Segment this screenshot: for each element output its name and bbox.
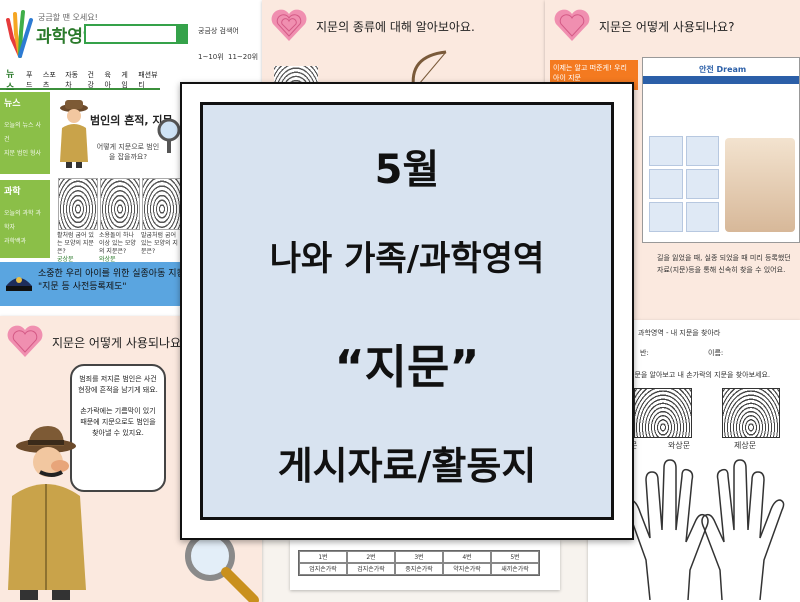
- side-item: 과학백과: [4, 238, 27, 245]
- title-panel-inner: 5월 나와 가족/과학영역 “지문” 게시자료/활동지: [200, 102, 614, 520]
- portal-tab: 건강: [87, 71, 94, 89]
- card-heading: 지문은 어떻게 사용되나요?: [599, 20, 735, 34]
- fingerprint-image: [722, 388, 780, 438]
- portal-tab: 뉴스: [6, 70, 15, 93]
- class-label: 반:: [640, 349, 649, 357]
- usage-text: 길을 잃었을 때, 실종 되었을 때 미리 등록했던 자료(지문)등을 통해 신…: [657, 254, 791, 274]
- worksheet-instruction: 지문을 알아보고 내 손가락의 지문을 찾아보세요.: [628, 371, 771, 379]
- side-item: 지문 범인 형사: [4, 150, 41, 157]
- portal-side-news: 뉴스 오늘의 뉴스 사건 지문 범인 형사: [0, 92, 50, 174]
- portal-side-science: 과학 오늘의 과학 과학자 과학백과: [0, 180, 50, 258]
- portal-label: 궁금상 검색어: [198, 27, 239, 35]
- worksheet-title: 과학영역 - 내 지문을 찾아라: [638, 329, 721, 337]
- side-item: 오늘의 과학 과학자: [4, 210, 41, 231]
- hands-outline-icon: [625, 459, 785, 600]
- family-photo: [725, 138, 795, 232]
- fingerprint-caption: 와상문: [668, 441, 691, 450]
- fingerprint-caption: 활처럼 굽어 있는 모양의 지문은?궁상문: [57, 232, 94, 263]
- site-menu-grid: [649, 136, 719, 232]
- speech-text: 범죄를 저지른 범인은 사건 현장에 흔적을 남기게 돼요.: [78, 375, 158, 394]
- name-label: 이름:: [708, 349, 724, 357]
- portal-tabs: 뉴스 푸드 스포츠 자동차 건강 육아 게임 패션뷰티: [0, 70, 160, 93]
- fingerprint-image: [142, 178, 182, 230]
- fingerprint-image: [634, 388, 692, 438]
- detective-icon: [60, 100, 88, 168]
- site-header: 안전 Dream: [643, 58, 799, 84]
- heart-fingerprint-icon: [271, 9, 307, 41]
- portal-tab: 자동차: [65, 71, 79, 89]
- finger-table: 1번 2번 3번 4번 5번 엄지손가락 검지손가락 중지손가락 약지손가락 새…: [290, 540, 560, 590]
- title-kind: 게시자료/활동지: [277, 444, 537, 488]
- portal-header: 궁금할 땐 오세요! 과학영역 궁금상 검색어 1~10위 11~20위: [0, 0, 265, 72]
- portal-tab: 스포츠: [42, 71, 56, 89]
- portal-tagline: 궁금할 땐 오세요!: [38, 13, 98, 22]
- finger-table-grid: 1번 2번 3번 4번 5번 엄지손가락 검지손가락 중지손가락 약지손가락 새…: [298, 550, 540, 576]
- table-cell: 5번: [491, 551, 539, 563]
- portal-label: 11~20위: [228, 53, 259, 61]
- table-cell: 중지손가락: [395, 563, 443, 575]
- side-label: 과학: [4, 187, 21, 197]
- news-title: 범인의 흔적, 지문: [90, 114, 173, 127]
- portal-tab: 육아: [104, 71, 111, 89]
- table-cell: 새끼손가락: [491, 563, 539, 575]
- title-panel: 5월 나와 가족/과학영역 “지문” 게시자료/활동지: [180, 82, 634, 540]
- safety-website-screenshot: 안전 Dream: [642, 57, 800, 243]
- detective-icon: [8, 426, 86, 600]
- title-topic: “지문”: [334, 340, 480, 394]
- news-subtitle: 어떻게 지문으로 범인을 잡을까요?: [96, 143, 160, 161]
- side-item: 오늘의 뉴스 사건: [4, 122, 41, 143]
- table-cell: 3번: [395, 551, 443, 563]
- table-cell: 엄지손가락: [299, 563, 347, 575]
- title-subject: 나와 가족/과학영역: [269, 239, 545, 279]
- hands-logo-icon: [6, 10, 33, 58]
- detective-sheet: 지문은 어떻게 사용되나요? 범죄를 저지른 범인은 사건 현장에 흔적을 남기…: [0, 316, 262, 602]
- police-cap-icon: [6, 277, 32, 291]
- table-cell: 4번: [443, 551, 491, 563]
- table-cell: 약지손가락: [443, 563, 491, 575]
- table-cell: 검지손가락: [347, 563, 395, 575]
- portal-search-button: [176, 24, 188, 44]
- fingerprint-caption: 말굽처럼 굽어 있는 모양의 지문은?: [141, 232, 178, 255]
- portal-search-input: [84, 24, 184, 44]
- heart-fingerprint-icon: [7, 325, 43, 357]
- fingerprint-caption: 제상문: [734, 441, 757, 450]
- portal-label: 1~10위: [198, 53, 224, 61]
- portal-site-title: 과학영역: [36, 27, 99, 47]
- title-month: 5월: [374, 147, 440, 193]
- fingerprint-caption: 소용돌이 하나 이상 있는 모양의 지문은?와상문: [99, 232, 136, 263]
- heart-fingerprint-icon: [554, 9, 590, 41]
- speech-bubble: 범죄를 저지른 범인은 사건 현장에 흔적을 남기게 돼요. 손가락에는 기름막…: [70, 364, 166, 492]
- magnifier-icon: [157, 118, 181, 153]
- fingerprint-image: [100, 178, 140, 230]
- side-label: 뉴스: [4, 99, 21, 109]
- portal-tab: 패션뷰티: [138, 71, 158, 89]
- card-heading: 지문의 종류에 대해 알아보아요.: [316, 20, 475, 34]
- portal-tab: 푸드: [26, 71, 33, 89]
- table-cell: 2번: [347, 551, 395, 563]
- card-heading: 지문은 어떻게 사용되나요?: [52, 336, 188, 350]
- table-cell: 1번: [299, 551, 347, 563]
- fingerprint-image: [58, 178, 98, 230]
- site-brand: 안전 Dream: [699, 65, 747, 74]
- portal-tab: 게임: [121, 71, 128, 89]
- speech-text: 손가락에는 기름막이 있기 때문에 지문으로도 범인을 찾아낼 수 있지요.: [80, 407, 156, 437]
